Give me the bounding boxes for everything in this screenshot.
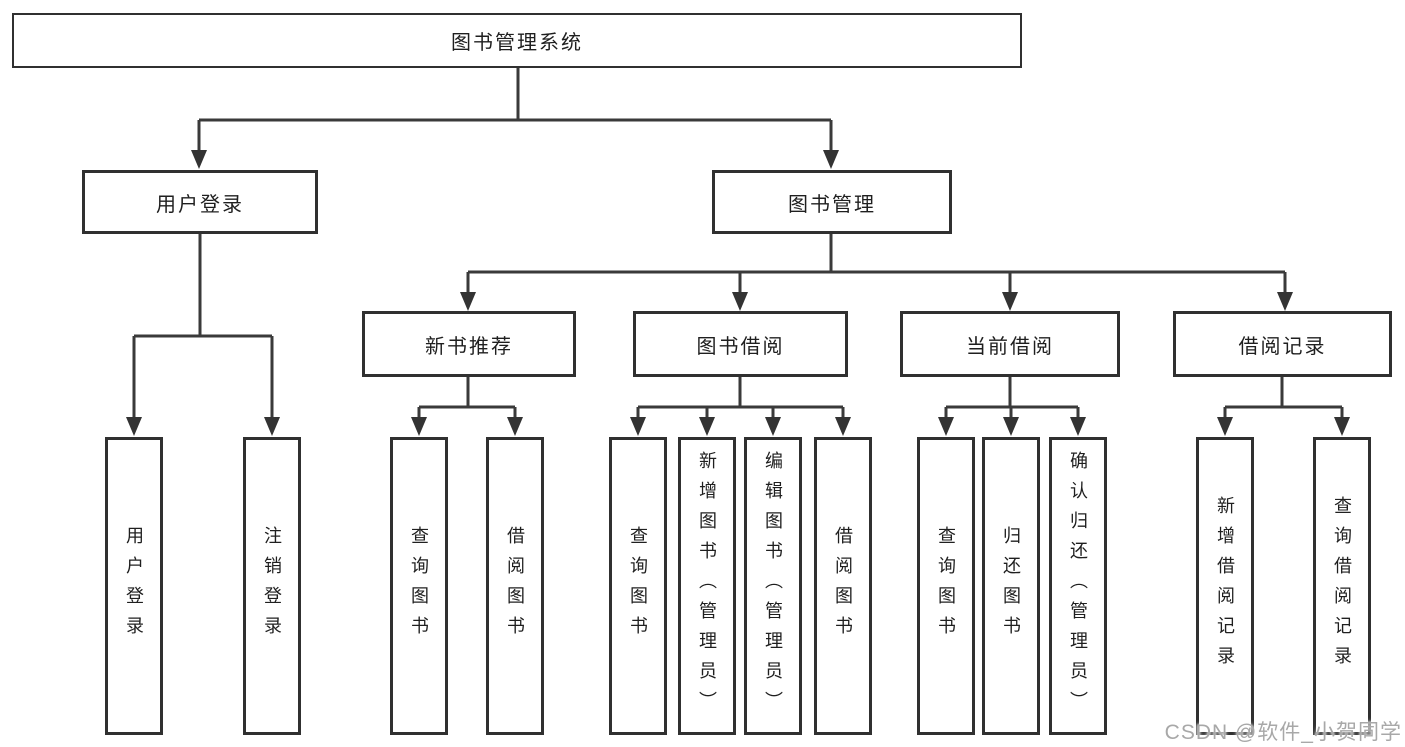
leaf-nbr-query-books-label: 查询图书	[409, 526, 429, 646]
leaf-bb-borrow-books-label: 借阅图书	[833, 526, 853, 646]
leaf-cb-query-books-label: 查询图书	[936, 526, 956, 646]
connector-root-to-level2	[191, 68, 839, 169]
leaf-logout-label: 注销登录	[262, 526, 282, 646]
leaf-bb-query-books: 查询图书	[609, 437, 667, 735]
leaf-nbr-query-books: 查询图书	[390, 437, 448, 735]
node-root: 图书管理系统	[12, 13, 1022, 68]
node-user-login-branch-label: 用户登录	[156, 193, 244, 216]
connector-user-login-to-leaves	[126, 234, 280, 436]
leaf-user-login-label: 用户登录	[124, 526, 144, 646]
leaf-br-query-record: 查询借阅记录	[1313, 437, 1371, 735]
leaf-br-query-record-label: 查询借阅记录	[1332, 496, 1352, 676]
connector-book-mgmt-to-level3	[460, 234, 1293, 311]
leaf-cb-return-books: 归还图书	[982, 437, 1040, 735]
leaf-bb-edit-books-admin: 编辑图书（管理员）	[744, 437, 802, 735]
leaf-cb-query-books: 查询图书	[917, 437, 975, 735]
leaf-nbr-borrow-books-label: 借阅图书	[505, 526, 525, 646]
leaf-bb-edit-books-admin-label: 编辑图书（管理员）	[763, 451, 783, 721]
leaf-br-add-record-label: 新增借阅记录	[1215, 496, 1235, 676]
node-borrow-records-label: 借阅记录	[1238, 335, 1327, 358]
node-new-book-rec: 新书推荐	[362, 311, 576, 377]
node-new-book-rec-label: 新书推荐	[425, 335, 513, 358]
connector-new-book-rec-to-leaves	[411, 377, 523, 436]
node-book-mgmt-branch: 图书管理	[712, 170, 952, 234]
node-book-borrow: 图书借阅	[633, 311, 848, 377]
node-user-login-branch: 用户登录	[82, 170, 318, 234]
leaf-bb-add-books-admin-label: 新增图书（管理员）	[697, 451, 717, 721]
leaf-logout: 注销登录	[243, 437, 301, 735]
leaf-bb-query-books-label: 查询图书	[628, 526, 648, 646]
leaf-cb-return-books-label: 归还图书	[1001, 526, 1021, 646]
connector-borrow-records-to-leaves	[1217, 377, 1350, 436]
node-current-borrow: 当前借阅	[900, 311, 1120, 377]
leaf-bb-borrow-books: 借阅图书	[814, 437, 872, 735]
leaf-bb-add-books-admin: 新增图书（管理员）	[678, 437, 736, 735]
leaf-br-add-record: 新增借阅记录	[1196, 437, 1254, 735]
node-book-borrow-label: 图书借阅	[696, 335, 785, 358]
connector-book-borrow-to-leaves	[630, 377, 851, 436]
watermark: CSDN @软件_小贺同学	[1164, 721, 1402, 744]
leaf-user-login: 用户登录	[105, 437, 163, 735]
leaf-cb-confirm-return-admin-label: 确认归还（管理员）	[1068, 451, 1088, 721]
leaf-cb-confirm-return-admin: 确认归还（管理员）	[1049, 437, 1107, 735]
leaf-nbr-borrow-books: 借阅图书	[486, 437, 544, 735]
connector-current-borrow-to-leaves	[938, 377, 1086, 436]
node-book-mgmt-branch-label: 图书管理	[788, 193, 876, 216]
node-borrow-records: 借阅记录	[1173, 311, 1392, 377]
node-root-label: 图书管理系统	[451, 32, 583, 54]
node-current-borrow-label: 当前借阅	[966, 335, 1054, 358]
